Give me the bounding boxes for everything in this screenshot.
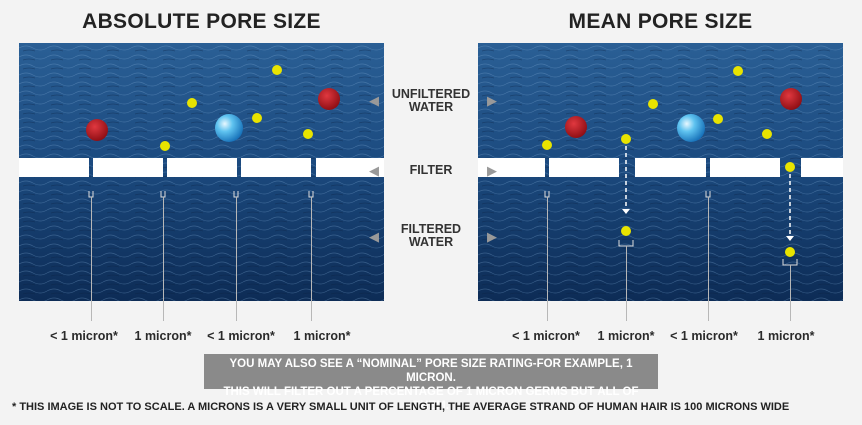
germ-red bbox=[565, 116, 587, 138]
filtered-label-line2: WATER bbox=[408, 235, 454, 249]
arrow-left-icon: ◀ bbox=[369, 229, 379, 244]
leader-line bbox=[547, 197, 548, 321]
filter-segment bbox=[167, 158, 237, 177]
germ-yellow bbox=[252, 113, 262, 123]
germ-red bbox=[780, 88, 802, 110]
leader-line bbox=[708, 197, 709, 321]
filtered-water-label: FILTERED WATER bbox=[376, 223, 486, 249]
germ-yellow bbox=[160, 141, 170, 151]
arrow-right-icon: ▶ bbox=[487, 163, 497, 178]
germ-yellow bbox=[303, 129, 313, 139]
absolute-pore-panel bbox=[19, 43, 384, 301]
germ-yellow bbox=[187, 98, 197, 108]
leader-line bbox=[236, 197, 237, 321]
filtered-label-line1: FILTERED bbox=[400, 222, 462, 236]
arrow-left-icon: ◀ bbox=[369, 163, 379, 178]
filter-label: FILTER bbox=[409, 163, 453, 177]
leader-line bbox=[790, 265, 791, 321]
filter-segment bbox=[549, 158, 619, 177]
germ-yellow bbox=[272, 65, 282, 75]
germ-yellow bbox=[713, 114, 723, 124]
water-illustration-right bbox=[478, 43, 843, 301]
filter-segment bbox=[478, 158, 545, 177]
note-line1: YOU MAY ALSO SEE A “NOMINAL” PORE SIZE R… bbox=[229, 358, 633, 384]
filter-segment bbox=[635, 158, 706, 177]
pore-label: < 1 micron* bbox=[207, 329, 275, 343]
pore-label: 1 micron* bbox=[134, 329, 192, 343]
germ-path-arrowhead bbox=[786, 236, 794, 241]
germ-yellow bbox=[733, 66, 743, 76]
nominal-rating-note: YOU MAY ALSO SEE A “NOMINAL” PORE SIZE R… bbox=[204, 354, 658, 412]
germ-red bbox=[86, 119, 108, 141]
scale-footnote: * THIS IMAGE IS NOT TO SCALE. A MICRONS … bbox=[12, 401, 790, 413]
water-illustration-left bbox=[19, 43, 384, 301]
germ-yellow bbox=[621, 134, 631, 144]
note-line2: THIS WILL FILTER OUT A PERCENTAGE OF 1 M… bbox=[223, 386, 639, 412]
germ-red bbox=[318, 88, 340, 110]
mean-pore-panel bbox=[478, 43, 843, 301]
leader-line bbox=[91, 197, 92, 321]
leader-line bbox=[163, 197, 164, 321]
germ-yellow bbox=[648, 99, 658, 109]
unfiltered-label-line1: UNFILTERED bbox=[391, 87, 471, 101]
unfiltered-label-line2: WATER bbox=[408, 100, 454, 114]
germ-yellow bbox=[785, 247, 795, 257]
leader-line bbox=[626, 246, 627, 321]
arrow-right-icon: ▶ bbox=[487, 229, 497, 244]
filter-segment bbox=[316, 158, 384, 177]
pore-label: 1 micron* bbox=[597, 329, 655, 343]
germ-path-arrowhead bbox=[622, 209, 630, 214]
left-title: ABSOLUTE PORE SIZE bbox=[82, 10, 321, 33]
pore-label: 1 micron* bbox=[757, 329, 815, 343]
filter-segment bbox=[93, 158, 163, 177]
arrow-right-icon: ▶ bbox=[487, 93, 497, 108]
unfiltered-water-label: UNFILTERED WATER bbox=[376, 88, 486, 114]
filter-segment bbox=[710, 158, 780, 177]
germ-blue bbox=[677, 114, 705, 142]
pore-label: < 1 micron* bbox=[50, 329, 118, 343]
filter-segment bbox=[19, 158, 89, 177]
filter-segment bbox=[801, 158, 843, 177]
leader-line bbox=[311, 197, 312, 321]
germ-yellow bbox=[785, 162, 795, 172]
pore-label: < 1 micron* bbox=[512, 329, 580, 343]
germ-yellow bbox=[542, 140, 552, 150]
germ-blue bbox=[215, 114, 243, 142]
germ-yellow bbox=[762, 129, 772, 139]
arrow-left-icon: ◀ bbox=[369, 93, 379, 108]
right-title: MEAN PORE SIZE bbox=[568, 10, 753, 33]
germ-yellow bbox=[621, 226, 631, 236]
pore-label: 1 micron* bbox=[293, 329, 351, 343]
pore-label: < 1 micron* bbox=[670, 329, 738, 343]
filter-segment bbox=[241, 158, 311, 177]
